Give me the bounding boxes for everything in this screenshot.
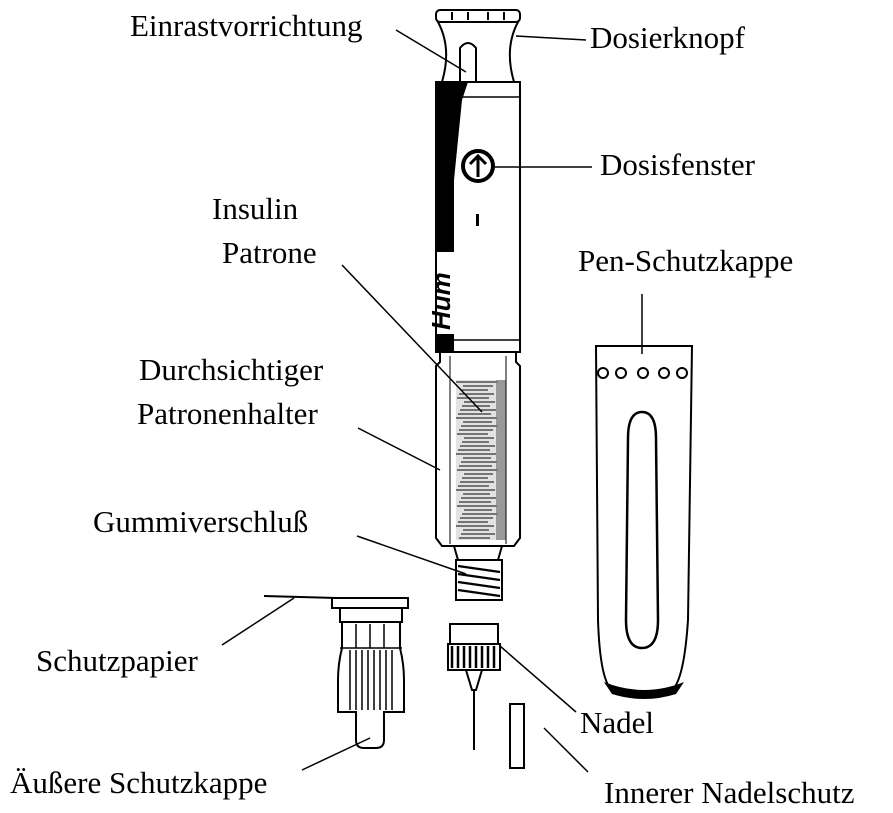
- label-dosisfenster: Dosisfenster: [600, 149, 755, 180]
- leader-aeussere: [302, 738, 370, 770]
- label-einrastvorrichtung: Einrastvorrichtung: [130, 10, 362, 41]
- pen-brand-print: Hum: [426, 272, 456, 330]
- insulin-cartridge: [456, 380, 506, 540]
- label-durchsichtiger: Durchsichtiger: [139, 354, 323, 385]
- label-pen-schutzkappe: Pen-Schutzkappe: [578, 245, 793, 276]
- label-schutzpapier: Schutzpapier: [36, 645, 198, 676]
- pen-small-mark: [476, 214, 479, 226]
- outer-needle-cap: [264, 596, 408, 748]
- label-patrone: Patrone: [222, 237, 317, 268]
- inner-needle-shield: [510, 704, 524, 768]
- leader-dosierknopf: [516, 36, 586, 40]
- label-nadel: Nadel: [580, 707, 654, 738]
- leader-nadel: [500, 646, 576, 712]
- label-patronenhalter: Patronenhalter: [137, 398, 318, 429]
- leader-schutzpapier: [222, 598, 294, 645]
- label-dosierknopf: Dosierknopf: [590, 22, 745, 53]
- pen-cap: [596, 346, 692, 699]
- label-gummiverschluss: Gummiverschluß: [93, 506, 308, 537]
- cartridge-holder: [436, 352, 520, 546]
- leader-durchsichtig: [358, 428, 440, 470]
- needle: [448, 624, 500, 750]
- label-insulin: Insulin: [212, 193, 298, 224]
- dose-window: [463, 151, 493, 181]
- label-innerer-nadelschutz: Innerer Nadelschutz: [604, 777, 854, 808]
- label-aeussere-schutzkappe: Äußere Schutzkappe: [10, 767, 267, 798]
- dosing-knob: [436, 10, 520, 82]
